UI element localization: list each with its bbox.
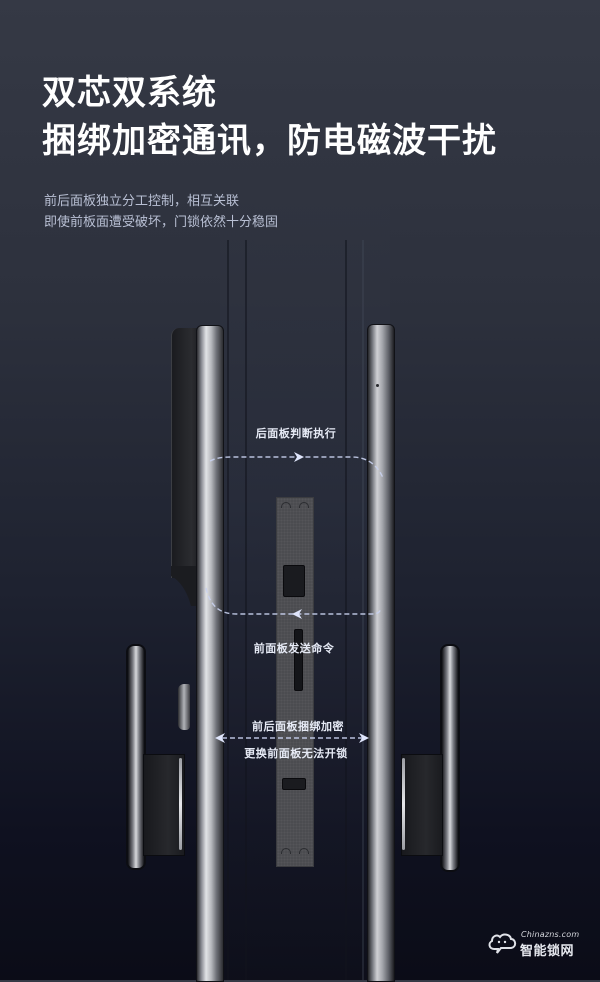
headline-line-2: 捆绑加密通讯，防电磁波干扰 (42, 121, 497, 161)
back-handle-neck-edge (402, 758, 405, 850)
back-handle-neck (401, 754, 443, 856)
watermark: Chinazns.com 智能锁网 (487, 929, 587, 959)
description-line-1: 前后面板独立分工控制，相互关联 (44, 194, 240, 209)
back-door-handle (440, 644, 460, 872)
front-handle-neck-edge (179, 758, 182, 850)
door-edge-line (362, 240, 364, 980)
back-panel-label: 后面板判断执行 (255, 427, 337, 440)
front-handle-neck (143, 754, 185, 856)
door-edge-line (245, 240, 247, 980)
front-panel-label: 前面板发送命令 (253, 642, 335, 655)
front-panel-curve (171, 566, 199, 606)
front-panel-bar (196, 325, 224, 982)
screw-icon (299, 848, 309, 854)
bolt-slot (294, 629, 303, 691)
screw-icon (281, 848, 291, 854)
back-panel-bar (367, 324, 395, 982)
back-panel-indicator (376, 384, 379, 387)
door-edge-line (227, 240, 229, 980)
binding-label-top: 前后面板捆绑加密 (252, 720, 344, 733)
headline-line-1: 双芯双系统 (42, 73, 217, 113)
binding-label-bottom: 更换前面板无法开锁 (244, 747, 348, 760)
door-edge-line (345, 240, 347, 980)
screw-icon (281, 502, 291, 508)
deadbolt-slot (282, 778, 306, 790)
latch-slot (283, 565, 305, 597)
front-thumb-knob (178, 684, 190, 730)
watermark-name: 智能锁网 (520, 944, 575, 959)
description-line-2: 即使前板面遭受破坏，门锁依然十分稳固 (44, 215, 279, 230)
front-panel-body (171, 328, 200, 578)
cloud-face-icon (488, 933, 517, 954)
watermark-domain: Chinazns.com (521, 930, 580, 939)
screw-icon (299, 502, 309, 508)
